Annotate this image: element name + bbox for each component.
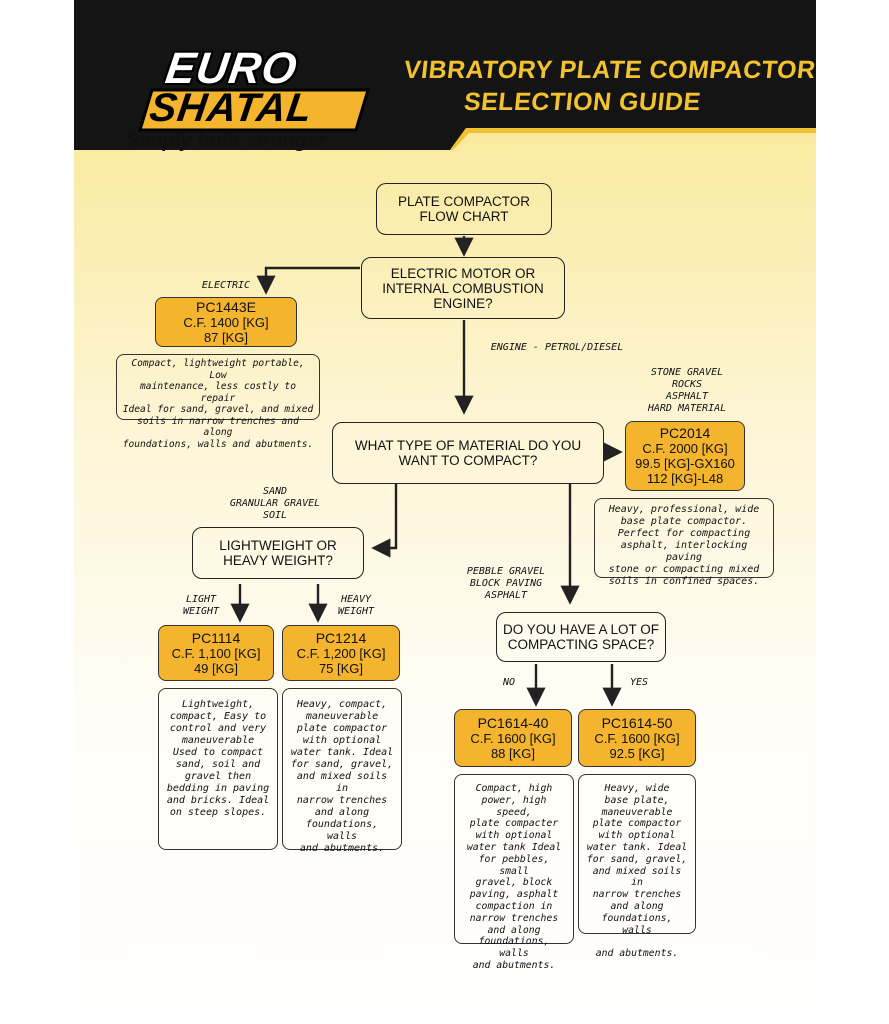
description-pc2014: Heavy, professional, wide base plate com… [594, 498, 774, 587]
product-force: C.F. 1,100 [KG] [171, 645, 261, 661]
product-name: PC1614-50 [601, 714, 673, 731]
product-force: C.F. 1,200 [KG] [296, 645, 386, 661]
space-question-line: DO YOU HAVE A LOT OF [502, 622, 660, 637]
description-pc1614-50: Heavy, wide base plate, maneuverable pla… [578, 774, 696, 959]
description-pc1114: Lightweight, compact, Easy to control an… [158, 688, 278, 850]
label-pebble-gravel: PEBBLE GRAVEL BLOCK PAVING ASPHALT [466, 566, 546, 601]
product-weight-alt: 112 [KG]-L48 [646, 471, 724, 486]
material-question-line: WHAT TYPE OF MATERIAL DO YOU [354, 438, 582, 453]
flow-connectors [230, 236, 623, 707]
product-pc1114: PC1114 C.F. 1,100 [KG] 49 [KG] [158, 625, 274, 681]
product-force: C.F. 1400 [KG] [183, 314, 269, 330]
product-name: PC1443E [196, 298, 256, 315]
product-pc1443e: PC1443E C.F. 1400 [KG] 87 [KG] [155, 297, 297, 347]
description-pc1214: Heavy, compact, maneuverable plate compa… [282, 688, 402, 854]
power-question-line: INTERNAL COMBUSTION [382, 280, 544, 296]
weight-question-line: LIGHTWEIGHT OR [219, 538, 337, 553]
label-yes: YES [629, 677, 649, 688]
compacting-space-question: DO YOU HAVE A LOT OF COMPACTING SPACE? [496, 612, 666, 662]
product-pc1614-40: PC1614-40 C.F. 1600 [KG] 88 [KG] [454, 709, 572, 767]
product-weight: 87 [KG] [203, 329, 249, 345]
logo-tagline: Simply built stronger [126, 130, 327, 152]
start-node: PLATE COMPACTOR FLOW CHART [376, 183, 552, 235]
description-pc1614-40: Compact, high power, high speed, plate c… [454, 774, 574, 971]
product-weight: 49 [KG] [193, 660, 239, 676]
arrow-power-to-electric [256, 266, 360, 295]
product-pc1214: PC1214 C.F. 1,200 [KG] 75 [KG] [282, 625, 400, 681]
weight-question-line: HEAVY WEIGHT? [223, 553, 333, 568]
logo-yellow-plate [138, 88, 370, 132]
product-weight: 75 [KG] [318, 660, 364, 676]
start-node-line: FLOW CHART [419, 209, 509, 224]
label-hard-material: STONE GRAVEL ROCKS ASPHALT HARD MATERIAL [647, 367, 727, 414]
space-question-line: COMPACTING SPACE? [507, 637, 655, 652]
material-question-line: WANT TO COMPACT? [398, 453, 538, 468]
product-weight: 88 [KG] [490, 745, 536, 761]
description-pc1443e: Compact, lightweight portable, Low maint… [116, 354, 320, 450]
product-pc2014: PC2014 C.F. 2000 [KG] 99.5 [KG]-GX160 11… [625, 421, 745, 491]
product-force: C.F. 1600 [KG] [470, 730, 556, 746]
arrow-material-to-weight [371, 484, 398, 558]
product-name: PC1214 [315, 629, 367, 646]
power-source-question: ELECTRIC MOTOR OR INTERNAL COMBUSTION EN… [361, 257, 565, 319]
product-name: PC2014 [659, 425, 711, 441]
product-name: PC1614-40 [477, 714, 549, 731]
label-no: NO [502, 677, 516, 688]
product-weight: 99.5 [KG]-GX160 [635, 456, 735, 471]
product-weight: 92.5 [KG] [609, 745, 665, 761]
label-heavy-weight: HEAVY WEIGHT [337, 594, 375, 617]
guide-page: EURO SHATAL Simply built stronger VIBRAT… [74, 0, 816, 1024]
label-light-weight: LIGHT WEIGHT [182, 594, 220, 617]
product-force: C.F. 2000 [KG] [642, 441, 728, 456]
product-name: PC1114 [191, 629, 241, 646]
product-pc1614-50: PC1614-50 C.F. 1600 [KG] 92.5 [KG] [578, 709, 696, 767]
start-node-line: PLATE COMPACTOR [397, 194, 531, 209]
power-question-line: ELECTRIC MOTOR OR [390, 265, 536, 281]
label-sand-soil: SAND GRANULAR GRAVEL SOIL [229, 486, 321, 521]
material-type-question: WHAT TYPE OF MATERIAL DO YOU WANT TO COM… [332, 422, 604, 484]
product-force: C.F. 1600 [KG] [594, 730, 680, 746]
label-engine: ENGINE - PETROL/DIESEL [490, 342, 624, 353]
weight-question: LIGHTWEIGHT OR HEAVY WEIGHT? [192, 527, 364, 579]
label-electric: ELECTRIC [201, 280, 251, 291]
power-question-line: ENGINE? [433, 295, 493, 311]
